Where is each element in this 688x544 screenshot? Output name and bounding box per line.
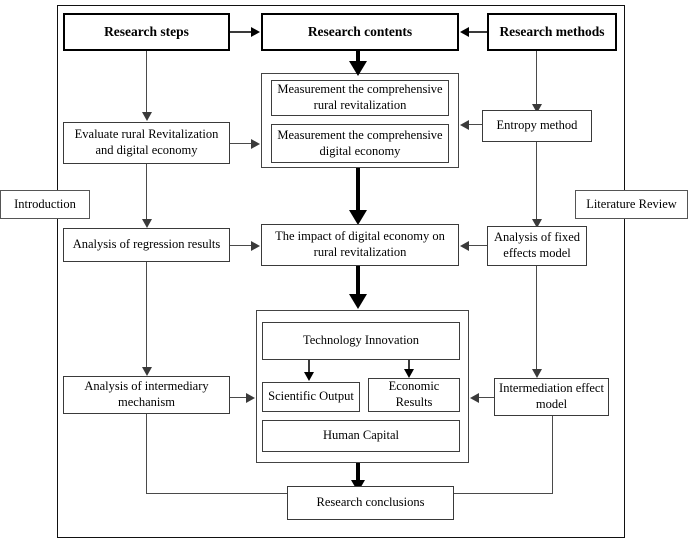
- node-regression-results[interactable]: Analysis of regression results: [63, 228, 230, 262]
- node-research-methods[interactable]: Research methods: [487, 13, 617, 51]
- node-research-contents[interactable]: Research contents: [261, 13, 459, 51]
- node-entropy-method[interactable]: Entropy method: [482, 110, 592, 142]
- connector-impact-to-mechanism: [356, 266, 360, 299]
- connector-contents-to-measurement: [356, 51, 360, 69]
- node-scientific-output[interactable]: Scientific Output: [262, 382, 360, 412]
- connector-evaluate-to-measurement: [230, 143, 252, 145]
- label-literature-review: Literature Review: [575, 190, 688, 219]
- arrow-evaluate-to-regression: [142, 219, 152, 228]
- connector-methods-down: [536, 51, 538, 110]
- arrow-regression-to-impact: [251, 241, 260, 251]
- connector-left-elbow-horizontal: [146, 493, 287, 495]
- arrow-tech-to-scientific: [304, 372, 314, 381]
- arrow-methods-to-contents: [460, 27, 469, 37]
- arrow-impact-to-mechanism: [349, 294, 367, 309]
- connector-steps-to-contents: [230, 31, 252, 33]
- connector-entropy-down: [536, 142, 538, 226]
- connector-measurement-to-impact: [356, 168, 360, 216]
- node-measure-digital[interactable]: Measurement the comprehensive digital ec…: [271, 124, 449, 163]
- connector-tech-to-scientific: [308, 360, 310, 376]
- node-research-conclusions[interactable]: Research conclusions: [287, 486, 454, 520]
- arrow-tech-to-economic: [404, 369, 414, 378]
- connector-fixed-down: [536, 266, 538, 376]
- arrow-entropy-to-measurement: [460, 120, 469, 130]
- arrow-fixed-to-impact: [460, 241, 469, 251]
- connector-regression-down: [146, 262, 148, 374]
- node-intermediation-effect[interactable]: Intermediation effect model: [494, 378, 609, 416]
- connector-intermediary-to-group: [230, 397, 247, 399]
- connector-group-to-conclusions: [356, 463, 360, 485]
- diagram-outer-frame: [57, 5, 625, 538]
- arrow-measurement-to-impact: [349, 210, 367, 225]
- connector-left-elbow-vertical: [146, 414, 148, 494]
- node-impact-digital[interactable]: The impact of digital economy on rural r…: [261, 224, 459, 266]
- connector-steps-down: [146, 51, 148, 119]
- connector-evaluate-down: [146, 164, 148, 226]
- node-measure-revitalization[interactable]: Measurement the comprehensive rural revi…: [271, 80, 449, 116]
- arrow-steps-to-contents: [251, 27, 260, 37]
- node-technology-innovation[interactable]: Technology Innovation: [262, 322, 460, 360]
- arrow-methods-to-entropy: [532, 104, 542, 113]
- arrow-contents-to-measurement: [349, 61, 367, 76]
- node-intermediary-mechanism[interactable]: Analysis of intermediary mechanism: [63, 376, 230, 414]
- arrow-regression-to-intermediary: [142, 367, 152, 376]
- node-human-capital[interactable]: Human Capital: [262, 420, 460, 452]
- arrow-steps-to-evaluate: [142, 112, 152, 121]
- connector-right-elbow-vertical: [552, 416, 554, 494]
- connector-regression-to-impact: [230, 245, 252, 247]
- connector-entropy-to-measurement: [469, 124, 483, 126]
- arrow-intermediary-to-group: [246, 393, 255, 403]
- connector-methods-to-contents: [469, 31, 488, 33]
- node-economic-results[interactable]: Economic Results: [368, 378, 460, 412]
- connector-right-elbow-horizontal: [454, 493, 553, 495]
- connector-intermediation-to-group: [479, 397, 494, 399]
- connector-fixed-to-impact: [469, 245, 487, 247]
- arrow-entropy-to-fixed: [532, 219, 542, 228]
- arrow-fixed-to-intermediation: [532, 369, 542, 378]
- node-research-steps[interactable]: Research steps: [63, 13, 230, 51]
- node-evaluate-rural[interactable]: Evaluate rural Revitalization and digita…: [63, 122, 230, 164]
- arrow-intermediation-to-group: [470, 393, 479, 403]
- connector-tech-to-economic: [408, 360, 410, 372]
- arrow-evaluate-to-measurement: [251, 139, 260, 149]
- node-fixed-effects[interactable]: Analysis of fixed effects model: [487, 226, 587, 266]
- label-introduction: Introduction: [0, 190, 90, 219]
